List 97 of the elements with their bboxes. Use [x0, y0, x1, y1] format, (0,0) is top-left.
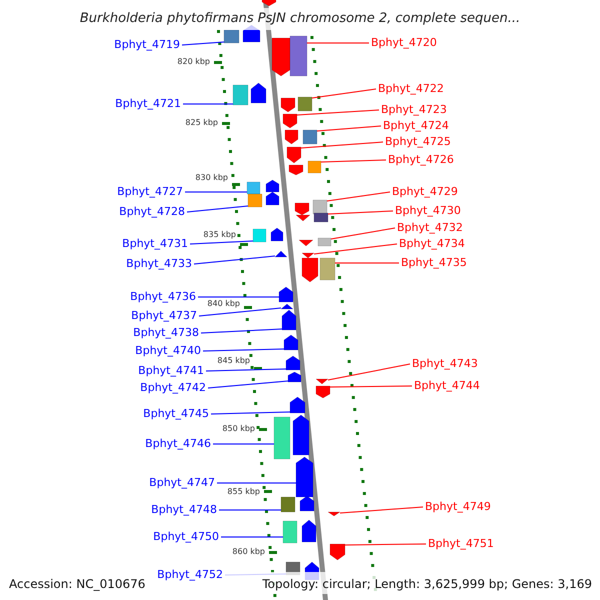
gene-label: Bphyt_4731 — [122, 236, 188, 252]
leader-line — [328, 210, 394, 214]
leader-line — [312, 88, 376, 98]
leader-line — [306, 42, 370, 44]
gene-label: Bphyt_4728 — [119, 204, 185, 220]
gene-label: Bphyt_4719 — [114, 37, 180, 53]
title: Burkholderia phytofirmans PsJN chromosome 2, complete sequen... — [80, 10, 520, 28]
gene-label: Bphyt_4730 — [395, 203, 461, 219]
leader-line — [334, 262, 400, 264]
gene-block — [290, 36, 308, 76]
gene-label: Bphyt_4736 — [130, 289, 196, 305]
leader-line — [206, 368, 286, 372]
gene-marker — [274, 250, 288, 258]
leader-line — [326, 192, 390, 202]
gene-label: Bphyt_4724 — [383, 118, 449, 134]
position-label: 830 kbp — [195, 173, 228, 182]
gene-label: Bphyt_4742 — [140, 380, 206, 396]
position-label: 840 kbp — [207, 299, 240, 308]
gene-label: Bphyt_4734 — [399, 236, 465, 252]
gene-block — [274, 416, 290, 460]
leader-line — [216, 482, 296, 484]
gene-label: Bphyt_4744 — [414, 378, 480, 394]
position-label: 845 kbp — [217, 356, 250, 365]
gene-label: Bphyt_4723 — [381, 102, 447, 118]
gene-label: Bphyt_4733 — [126, 256, 192, 272]
leader-line — [320, 160, 386, 162]
gene-block — [248, 194, 262, 208]
gene-label: Bphyt_4737 — [131, 308, 197, 324]
leader-line — [330, 228, 396, 240]
gene-label: Bphyt_4745 — [143, 406, 209, 422]
gene-label: Bphyt_4749 — [425, 499, 491, 515]
gene-label: Bphyt_4725 — [385, 134, 451, 150]
gene-label: Bphyt_4741 — [138, 363, 204, 379]
leader-line — [198, 296, 280, 298]
gene-block — [232, 84, 248, 106]
sequence-info-text: Topology: circular; Length: 3,625,999 bp; Genes: 3,169 — [262, 576, 592, 593]
leader-line — [344, 544, 426, 546]
leader-line — [202, 348, 284, 352]
gene-block — [312, 200, 328, 214]
gene-block — [320, 258, 336, 280]
position-label: 860 kbp — [232, 547, 265, 556]
leader-line — [330, 386, 412, 388]
gene-label: Bphyt_4752 — [157, 567, 223, 583]
gene-label: Bphyt_4722 — [378, 81, 444, 97]
gene-block — [318, 238, 332, 246]
gene-block — [282, 520, 298, 544]
gene-symbol — [330, 544, 346, 560]
gene-label: Bphyt_4721 — [115, 96, 181, 112]
gene-label: Bphyt_4726 — [388, 152, 454, 168]
gene-label: Bphyt_4732 — [397, 220, 463, 236]
gene-label: Bphyt_4748 — [151, 502, 217, 518]
gene-marker — [328, 512, 340, 516]
gene-block — [298, 96, 312, 112]
leader-line — [300, 142, 384, 148]
gene-block — [280, 496, 296, 512]
gene-symbol — [286, 356, 300, 370]
gene-label: Bphyt_4746 — [145, 436, 211, 452]
gene-label: Bphyt_4720 — [371, 35, 437, 51]
gene-label: Bphyt_4727 — [117, 184, 183, 200]
gene-block — [252, 228, 266, 242]
gene-symbol — [282, 114, 298, 128]
position-label: 825 kbp — [185, 118, 218, 127]
gene-label: Bphyt_4738 — [133, 325, 199, 341]
gene-block — [246, 182, 260, 194]
leader-line — [340, 506, 424, 514]
leader-line — [200, 328, 282, 334]
gene-block — [302, 130, 318, 144]
leader-line — [186, 206, 248, 212]
gene-block — [314, 212, 328, 222]
gene-label: Bphyt_4747 — [149, 475, 215, 491]
leader-line — [182, 42, 224, 46]
gene-label: Bphyt_4735 — [401, 255, 467, 271]
gene-label: Bphyt_4740 — [135, 343, 201, 359]
gene-label: Bphyt_4750 — [153, 529, 219, 545]
position-label: 835 kbp — [203, 230, 236, 239]
leader-line — [190, 240, 254, 244]
gene-block — [224, 30, 240, 44]
position-label: 820 kbp — [177, 57, 210, 66]
leader-line — [328, 364, 410, 380]
position-label: 850 kbp — [222, 424, 255, 433]
gene-label: Bphyt_4743 — [412, 356, 478, 372]
leader-line — [314, 244, 398, 254]
gene-symbol — [290, 396, 306, 414]
gene-symbol — [284, 334, 298, 350]
leader-line — [194, 256, 276, 264]
gene-label: Bphyt_4729 — [392, 184, 458, 200]
leader-line — [210, 412, 290, 414]
leader-line — [198, 308, 282, 316]
leader-line — [316, 126, 382, 132]
gene-block — [308, 160, 322, 174]
leader-line — [296, 110, 380, 116]
position-label: 855 kbp — [227, 487, 260, 496]
gene-symbol — [286, 146, 302, 164]
leader-line — [208, 380, 288, 388]
gene-symbol — [288, 372, 302, 382]
gene-label: Bphyt_4751 — [428, 536, 494, 552]
accession-text: Accession: NC_010676 — [9, 576, 146, 593]
